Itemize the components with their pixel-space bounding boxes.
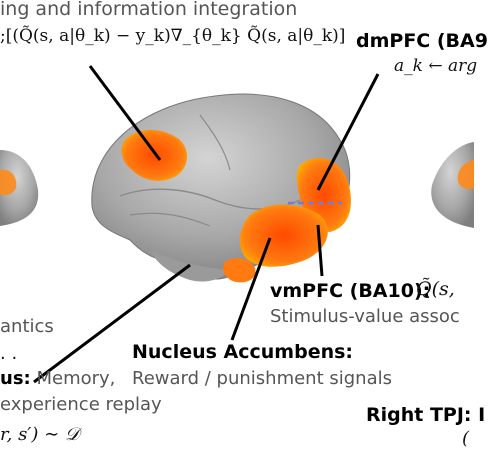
left-activation — [0, 169, 17, 196]
right-tpj-label: Right TPJ: I — [366, 404, 486, 426]
vmpfc-formula: Q̃(s, — [416, 278, 455, 300]
dmpfc-label: dmPFC (BA9 — [356, 30, 488, 52]
hippocampus-label: us: — [0, 368, 31, 389]
hippocampus-desc-1: Memory, — [36, 368, 116, 389]
top-left-formula: ;[(Q̃(s, a|θ_k) − y_k)∇_{θ_k} Q̃(s, a|θ_… — [0, 26, 346, 46]
top-left-heading: ing and information integration — [0, 0, 298, 20]
dots-fragment: . . — [0, 343, 18, 364]
right-activation — [457, 160, 474, 190]
left-brain-fragment — [0, 150, 39, 226]
hippocampus-line: us: Memory, — [0, 368, 115, 389]
right-brain-fragment — [431, 142, 474, 228]
nucleus-description: Reward / punishment signals — [132, 368, 392, 389]
activation-vmpfc — [239, 204, 328, 267]
hippocampus-desc-2: experience replay — [0, 394, 162, 415]
right-tpj-formula: ( — [462, 428, 470, 449]
pointer-nucleus — [230, 237, 272, 341]
sulcus-3 — [199, 114, 231, 171]
activation-parietal — [121, 129, 187, 181]
semantics-fragment: antics — [0, 316, 54, 337]
vmpfc-description: Stimulus-value assoc — [270, 306, 460, 327]
pointer-dmpfc — [316, 73, 380, 191]
brain-diagram — [0, 65, 474, 384]
vmpfc-label: vmPFC (BA10): — [270, 280, 431, 302]
nucleus-label: Nucleus Accumbens: — [132, 341, 354, 363]
pointer-vmpfc — [316, 224, 324, 277]
pointer-top-left — [88, 65, 162, 161]
sulcus-2 — [129, 212, 211, 227]
activation-lower — [223, 258, 256, 283]
hippocampus-formula: r, s′) ∼ 𝒟 — [0, 424, 80, 445]
pointer-hippocampus — [33, 263, 191, 384]
dmpfc-formula: a_k ← arg — [394, 56, 478, 76]
